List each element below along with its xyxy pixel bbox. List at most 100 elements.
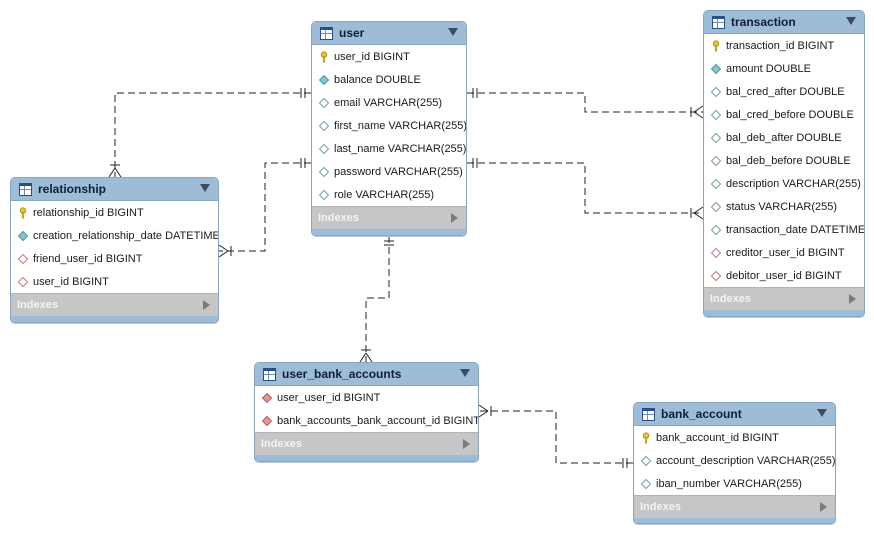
table-name: relationship — [38, 182, 107, 196]
column-row[interactable]: email VARCHAR(255) — [312, 91, 466, 114]
collapse-arrow-icon[interactable] — [448, 28, 458, 36]
table-relationship[interactable]: relationship relationship_id BIGINT creat… — [10, 177, 219, 323]
column-row[interactable]: creation_relationship_date DATETIME — [11, 224, 218, 247]
foreign-key-diamond-icon — [710, 270, 722, 281]
collapse-arrow-icon[interactable] — [200, 184, 210, 192]
column-row[interactable]: bank_accounts_bank_account_id BIGINT — [255, 409, 478, 432]
column-text: friend_user_id BIGINT — [33, 252, 143, 265]
column-row[interactable]: role VARCHAR(255) — [312, 183, 466, 206]
column-text: description VARCHAR(255) — [726, 177, 861, 190]
not-null-diamond-icon — [318, 74, 330, 85]
column-diamond-icon — [318, 97, 330, 108]
column-diamond-icon — [710, 178, 722, 189]
primary-key-icon — [712, 39, 720, 51]
column-row[interactable]: bal_cred_before DOUBLE — [704, 103, 864, 126]
expand-arrow-icon[interactable] — [463, 439, 470, 449]
crowfoot-user-bank-accounts-top — [359, 349, 373, 363]
crowfoot-user-bank-accounts-right — [478, 404, 492, 418]
rel-line-user-relationship-2 — [219, 162, 311, 252]
table-header[interactable]: transaction — [704, 11, 864, 34]
column-diamond-icon — [318, 166, 330, 177]
column-text: creditor_user_id BIGINT — [726, 246, 845, 259]
indexes-label: Indexes — [710, 293, 751, 305]
column-row[interactable]: description VARCHAR(255) — [704, 172, 864, 195]
column-text: account_description VARCHAR(255) — [656, 454, 836, 467]
foreign-key-diamond-icon — [261, 415, 273, 426]
column-row[interactable]: bal_deb_after DOUBLE — [704, 126, 864, 149]
table-name: bank_account — [661, 407, 742, 421]
indexes-bar[interactable]: Indexes — [704, 287, 864, 310]
table-footer-strip — [634, 518, 835, 523]
column-row[interactable]: user_id BIGINT — [312, 45, 466, 68]
column-diamond-icon — [318, 143, 330, 154]
collapse-arrow-icon[interactable] — [460, 369, 470, 377]
column-row[interactable]: user_user_id BIGINT — [255, 386, 478, 409]
not-null-diamond-icon — [17, 230, 29, 241]
expand-arrow-icon[interactable] — [451, 213, 458, 223]
column-diamond-icon — [710, 86, 722, 97]
table-header[interactable]: bank_account — [634, 403, 835, 426]
table-icon — [320, 26, 333, 40]
table-icon — [263, 367, 276, 381]
column-row[interactable]: status VARCHAR(255) — [704, 195, 864, 218]
collapse-arrow-icon[interactable] — [817, 409, 827, 417]
column-row[interactable]: iban_number VARCHAR(255) — [634, 472, 835, 495]
column-text: relationship_id BIGINT — [33, 206, 144, 219]
column-text: bal_cred_after DOUBLE — [726, 85, 845, 98]
column-row[interactable]: user_id BIGINT — [11, 270, 218, 293]
expand-arrow-icon[interactable] — [849, 294, 856, 304]
column-row[interactable]: bal_deb_before DOUBLE — [704, 149, 864, 172]
rel-line-user-transaction-1 — [467, 92, 703, 113]
one-mark-user-bottom — [384, 240, 394, 246]
column-row[interactable]: password VARCHAR(255) — [312, 160, 466, 183]
column-row[interactable]: transaction_id BIGINT — [704, 34, 864, 57]
column-row[interactable]: friend_user_id BIGINT — [11, 247, 218, 270]
column-row[interactable]: creditor_user_id BIGINT — [704, 241, 864, 264]
column-text: user_id BIGINT — [334, 50, 410, 63]
column-row[interactable]: bank_account_id BIGINT — [634, 426, 835, 449]
column-text: debitor_user_id BIGINT — [726, 269, 842, 282]
table-name: transaction — [731, 15, 796, 29]
foreign-key-diamond-icon — [17, 253, 29, 264]
table-transaction[interactable]: transaction transaction_id BIGINT amount … — [703, 10, 865, 317]
column-text: bal_cred_before DOUBLE — [726, 108, 854, 121]
column-row[interactable]: account_description VARCHAR(255) — [634, 449, 835, 472]
table-bank-account[interactable]: bank_account bank_account_id BIGINT accou… — [633, 402, 836, 524]
column-text: first_name VARCHAR(255) — [334, 119, 467, 132]
one-mark-user-right-side — [472, 158, 478, 168]
column-row[interactable]: amount DOUBLE — [704, 57, 864, 80]
column-row[interactable]: debitor_user_id BIGINT — [704, 264, 864, 287]
column-row[interactable]: relationship_id BIGINT — [11, 201, 218, 224]
column-row[interactable]: balance DOUBLE — [312, 68, 466, 91]
one-mark-bank-account — [622, 458, 628, 468]
collapse-arrow-icon[interactable] — [846, 17, 856, 25]
table-header[interactable]: relationship — [11, 178, 218, 201]
one-mark-user-right-top — [472, 88, 478, 98]
column-diamond-icon — [318, 189, 330, 200]
column-text: bal_deb_before DOUBLE — [726, 154, 851, 167]
indexes-bar[interactable]: Indexes — [11, 293, 218, 316]
column-text: amount DOUBLE — [726, 62, 811, 75]
rel-line-bank-account-link — [479, 410, 633, 464]
rel-line-user-bank-accounts — [365, 236, 390, 362]
table-header[interactable]: user — [312, 22, 466, 45]
table-header[interactable]: user_bank_accounts — [255, 363, 478, 386]
column-row[interactable]: bal_cred_after DOUBLE — [704, 80, 864, 103]
indexes-bar[interactable]: Indexes — [312, 206, 466, 229]
column-row[interactable]: last_name VARCHAR(255) — [312, 137, 466, 160]
expand-arrow-icon[interactable] — [820, 502, 827, 512]
table-icon — [19, 182, 32, 196]
column-row[interactable]: first_name VARCHAR(255) — [312, 114, 466, 137]
table-footer-strip — [255, 455, 478, 461]
table-footer-strip — [312, 229, 466, 235]
indexes-bar[interactable]: Indexes — [255, 432, 478, 455]
primary-key-icon — [19, 206, 27, 218]
column-row[interactable]: transaction_date DATETIME — [704, 218, 864, 241]
crowfoot-transaction-bottom — [690, 206, 704, 220]
indexes-bar[interactable]: Indexes — [634, 495, 835, 518]
expand-arrow-icon[interactable] — [203, 300, 210, 310]
